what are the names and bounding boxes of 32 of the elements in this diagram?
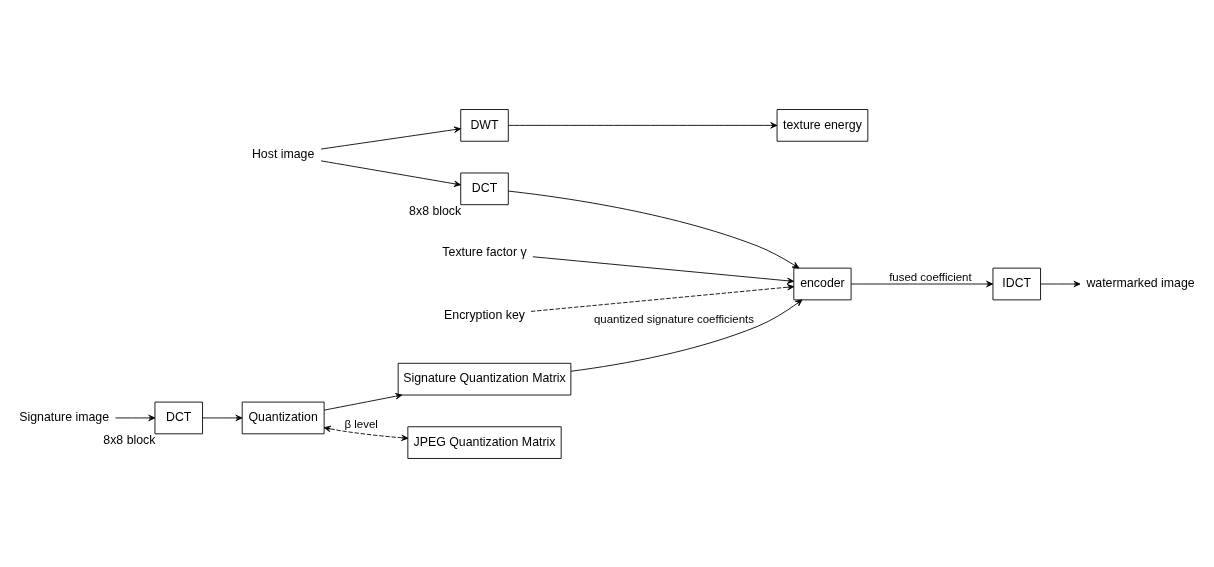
node-box: DCT (460, 172, 509, 205)
node-box: encoder (793, 267, 852, 300)
arrow (850, 280, 994, 287)
edge-label: fused coefficient (889, 270, 972, 283)
node-text: Encryption key (444, 307, 525, 322)
arrow (1040, 280, 1081, 287)
arrow (115, 414, 156, 421)
edge-label: β level (344, 417, 378, 430)
node-label: 8x8 block (409, 203, 462, 218)
node-box: JPEG Quantization Matrix (407, 425, 562, 459)
node-box: Signature Quantization Matrix (397, 362, 572, 395)
node-text: Signature image (19, 409, 110, 424)
arrow (323, 425, 409, 441)
arrow (508, 121, 778, 129)
arrow (530, 283, 795, 312)
node-text: Texture factor γ (442, 244, 527, 259)
node-box: DCT (154, 401, 203, 434)
arrow (532, 255, 794, 284)
node-box: IDCT (992, 267, 1041, 300)
node-text: Host image (251, 146, 315, 161)
arrow (320, 159, 461, 187)
node-text: watermarked image (1086, 275, 1195, 290)
arrow (202, 414, 243, 421)
node-label: 8x8 block (103, 432, 156, 447)
arrow (323, 392, 403, 411)
node-box: DWT (460, 108, 509, 142)
arrow (570, 298, 803, 372)
node-box: texture energy (776, 108, 869, 142)
node-box: Quantization (241, 401, 325, 434)
edge-label: quantized signature coefficients (593, 312, 754, 325)
arrow (507, 190, 800, 268)
arrow (320, 125, 461, 149)
